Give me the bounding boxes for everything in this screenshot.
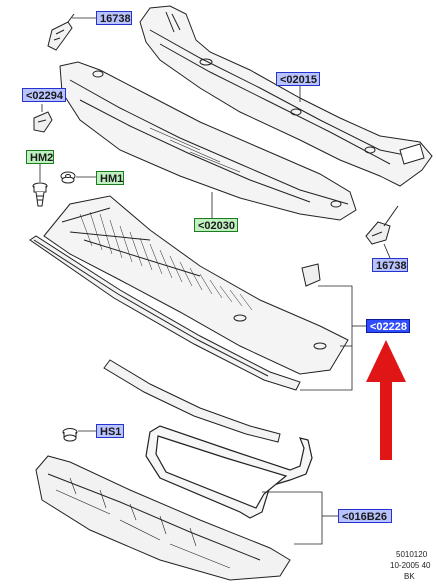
screw-hm2	[32, 182, 48, 207]
upper-cowl-panel	[139, 5, 433, 187]
callout-016b26[interactable]: <016B26	[338, 509, 392, 523]
clip-part-top-left	[47, 13, 75, 51]
nut-hm1	[60, 171, 76, 184]
bracket-part-02294	[33, 111, 53, 133]
wiper-seal	[103, 359, 281, 443]
callout-hs1[interactable]: HS1	[96, 424, 124, 438]
left-seal-strip	[29, 235, 301, 391]
drawing-reference-code: BK	[404, 572, 415, 581]
callout-02015[interactable]: <02015	[276, 72, 320, 86]
callout-02030[interactable]: <02030	[194, 218, 238, 232]
callout-16738-top[interactable]: 16738	[96, 11, 132, 25]
red-pointer-arrow	[366, 340, 406, 460]
drawing-reference-date: 10-2005 40	[390, 561, 431, 570]
leader-16738-right	[383, 243, 391, 259]
callout-02228-selected[interactable]: <02228	[366, 319, 410, 333]
drawing-reference-number: 5010120	[396, 550, 428, 559]
cowl-grille	[43, 195, 349, 375]
callout-hm1[interactable]: HM1	[96, 171, 124, 185]
screw-hs1	[62, 428, 78, 442]
bottom-tray	[35, 455, 291, 581]
gasket-seal	[145, 425, 313, 519]
clip-part-right	[365, 205, 399, 245]
callout-02294[interactable]: <02294	[22, 88, 66, 102]
callout-16738-right[interactable]: 16738	[372, 258, 408, 272]
lower-cowl-panel	[59, 61, 357, 221]
leader-02228	[300, 285, 366, 391]
leader-016b26	[262, 491, 338, 545]
callout-hm2[interactable]: HM2	[26, 150, 54, 164]
